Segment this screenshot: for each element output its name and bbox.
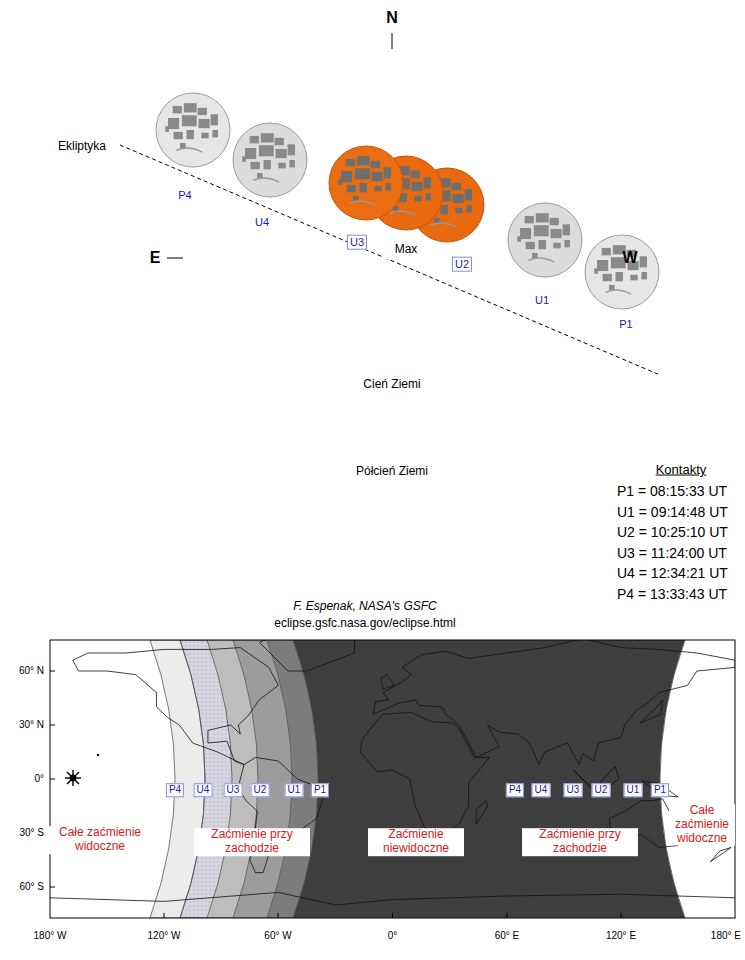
longitude-label: 60° E: [495, 930, 520, 942]
map-contact-label: P4: [166, 783, 184, 797]
longitude-label: 0°: [388, 930, 398, 942]
latitude-label: 60° N: [19, 665, 44, 677]
ecliptic-label: Ekliptyka: [58, 140, 106, 154]
credit-url: eclipse.gsfc.nasa.gov/eclipse.html: [274, 617, 455, 631]
map-contact-label: U4: [532, 783, 551, 797]
map-contact-label: U3: [564, 783, 583, 797]
penumbra-label: Półcień Ziemi: [356, 465, 428, 479]
region-label: Całe zaćmienie widoczne: [669, 804, 735, 845]
contact-time: U1 = 09:14:48 UT: [617, 503, 728, 519]
latitude-label: 0°: [34, 773, 44, 785]
latitude-label: 30° N: [19, 719, 44, 731]
map-contact-label: U3: [224, 783, 243, 797]
longitude-label: 120° E: [606, 930, 636, 942]
longitude-label: 60° W: [264, 930, 291, 942]
latitude-label: 60° S: [19, 881, 44, 893]
penumbra-circle-outline: [202, 70, 582, 450]
penumbra-circle: Półcień ZiemiCień ZiemiMax: [202, 70, 582, 450]
maximum-label: Max: [395, 243, 418, 257]
contact-label: P1: [619, 318, 632, 331]
longitude-label: 180° W: [34, 930, 67, 942]
map-contact-label: U1: [285, 783, 304, 797]
maximum-box: Max: [382, 241, 431, 259]
contact-label: U2: [452, 257, 472, 272]
compass-east: E: [150, 249, 161, 267]
contact-time: P4 = 13:33:43 UT: [617, 585, 727, 601]
compass-north: N: [386, 9, 398, 27]
contact-label: U1: [535, 294, 549, 307]
credit-author: F. Espenak, NASA's GSFC: [293, 600, 436, 614]
region-label: Zaćmienie przy zachodzie: [522, 828, 638, 856]
contact-time: P1 = 08:15:33 UT: [617, 483, 727, 499]
umbra-circle: Cień Ziemi Max: [282, 190, 502, 410]
contact-label: U3: [347, 235, 367, 250]
contact-time: U4 = 12:34:21 UT: [617, 565, 728, 581]
umbra-circle-outline: [282, 190, 502, 410]
map-contact-label: U2: [592, 783, 611, 797]
contact-time: U2 = 10:25:10 UT: [617, 524, 728, 540]
map-contact-label: U4: [194, 783, 213, 797]
map-contact-label: P1: [311, 783, 329, 797]
contacts-heading: Kontakty: [656, 463, 707, 478]
map-contact-label: P4: [506, 783, 524, 797]
longitude-label: 180° E: [711, 930, 741, 942]
contact-time: U3 = 11:24:00 UT: [617, 544, 727, 560]
map-contact-label: U1: [624, 783, 643, 797]
latitude-label: 30° S: [19, 827, 44, 839]
compass-west: W: [622, 249, 637, 267]
region-label: Całe zaćmienie widoczne: [48, 826, 152, 854]
map-contact-label: U2: [251, 783, 270, 797]
longitude-label: 120° W: [148, 930, 181, 942]
region-label: Zaćmienie niewidoczne: [368, 828, 464, 856]
contact-label: P4: [178, 189, 191, 202]
umbra-label: Cień Ziemi: [363, 378, 420, 392]
contact-label: U4: [255, 216, 269, 229]
map-contact-label: P1: [651, 783, 669, 797]
region-label: Zaćmienie przy zachodzie: [194, 828, 310, 856]
